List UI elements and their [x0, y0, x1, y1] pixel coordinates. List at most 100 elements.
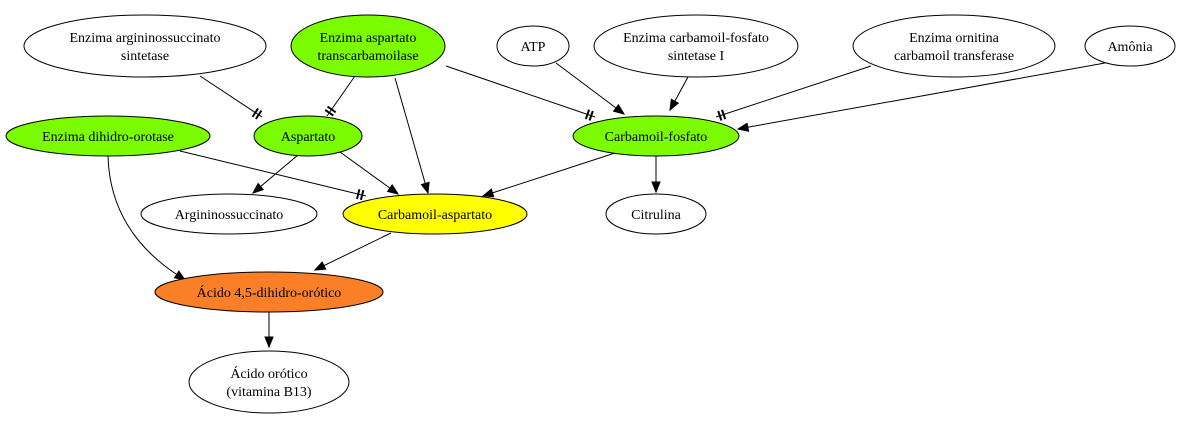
edge-line: [107, 155, 177, 275]
edge-aspartato-to-carbamoil_aspartato: [339, 151, 400, 195]
tee-bar-icon: [359, 189, 365, 201]
arrowhead-icon: [264, 336, 274, 349]
edge-line: [747, 62, 1106, 128]
tee-bar-icon: [717, 110, 723, 121]
node-label: Enzima dihidro-orotase: [42, 130, 174, 145]
node-enz-dihidro: Enzima dihidro-orotase: [5, 115, 211, 157]
edge-carbamoil_fosfato-to-citrulina: [651, 156, 661, 194]
edge-line: [339, 151, 391, 189]
node-enz-carb-sint: Enzima carbamoil-fosfato sintetase I: [593, 14, 799, 78]
node-ellipse: [188, 350, 350, 414]
node-ellipse: [140, 193, 318, 235]
arrowhead-icon: [420, 181, 430, 195]
edge-line: [394, 77, 426, 184]
node-enz-argsucc: Enzima argininossuccinato sintetase: [23, 14, 267, 78]
tee-bar-icon: [255, 110, 263, 120]
node-ellipse: [154, 271, 384, 313]
edge-enz_carb_sint-to-carbamoil_fosfato: [669, 76, 689, 112]
node-label: Ácido 4,5-dihidro-orótico: [197, 284, 342, 301]
edge-enz_dihidro-to-acido_dihidro: [107, 155, 187, 281]
tee-bar-icon: [326, 105, 337, 114]
edge-enz_asp_trans-to-aspartato: [324, 75, 356, 117]
node-aspartato: Aspartato: [253, 115, 363, 157]
edge-line: [445, 65, 596, 118]
arrowhead-icon: [386, 184, 400, 195]
edge-line: [492, 152, 616, 194]
node-label: ATP: [521, 40, 546, 55]
edge-enz_argsucc-to-aspartato: [199, 75, 263, 120]
node-ellipse: [605, 193, 707, 235]
node-label: carbamoil transferase: [894, 49, 1014, 64]
arrowhead-icon: [669, 98, 680, 112]
node-label: Argininossuccinato: [175, 208, 284, 223]
arrowhead-icon: [481, 188, 495, 198]
edge-line: [179, 150, 367, 197]
node-carbamoil-aspartato: Carbamoil-aspartato: [342, 193, 528, 235]
arrowhead-icon: [736, 122, 750, 132]
tee-bar-icon: [588, 110, 594, 121]
node-ellipse: [496, 25, 570, 67]
arrowhead-icon: [612, 103, 626, 115]
node-acido-orotico: Ácido orótico (vitamina B13): [188, 350, 350, 414]
node-enz-asp-trans: Enzima aspartato transcarbamoilase: [290, 14, 446, 78]
node-ellipse: [342, 193, 528, 235]
node-ellipse: [290, 14, 446, 78]
node-label: Enzima carbamoil-fosfato: [623, 31, 769, 46]
node-label: Amônia: [1107, 40, 1153, 55]
node-label: Ácido orótico: [230, 365, 307, 382]
arrowhead-icon: [173, 270, 187, 281]
node-enz-orn: Enzima ornitina carbamoil transferase: [852, 14, 1056, 78]
node-acido-dihidro: Ácido 4,5-dihidro-orótico: [154, 271, 384, 313]
arrowhead-icon: [313, 261, 327, 271]
node-label: Carbamoil-aspartato: [378, 208, 492, 223]
tee-bar-icon: [584, 109, 591, 120]
node-carbamoil-fosfato: Carbamoil-fosfato: [572, 115, 740, 157]
node-label: Aspartato: [281, 130, 335, 145]
node-label: (vitamina B13): [226, 385, 311, 400]
edge-enz_asp_trans-to-carbamoil_fosfato: [445, 65, 596, 121]
node-label: sintetase I: [668, 49, 725, 64]
arrowhead-icon: [651, 181, 661, 194]
edge-line: [555, 62, 617, 109]
node-argininossuccinato: Argininossuccinato: [140, 193, 318, 235]
node-label: Citrulina: [631, 208, 682, 223]
node-ellipse: [852, 14, 1056, 78]
node-ellipse: [253, 115, 363, 157]
node-ellipse: [5, 115, 211, 157]
arrowhead-icon: [251, 182, 265, 194]
edge-carbamoil_fosfato-to-carbamoil_aspartato: [481, 152, 616, 198]
edge-enz_asp_trans-to-carbamoil_aspartato: [394, 77, 430, 195]
edges-layer: [107, 62, 1106, 349]
tee-bar-icon: [721, 109, 727, 120]
edge-carbamoil_aspartato-to-acido_dihidro: [313, 232, 392, 271]
edge-amonia-to-carbamoil_fosfato: [736, 62, 1106, 132]
node-label: Enzima argininossuccinato: [70, 31, 221, 46]
edge-enz_dihidro-to-carbamoil_aspartato: [179, 150, 367, 201]
tee-bar-icon: [356, 189, 361, 200]
node-amonia: Amônia: [1084, 25, 1176, 67]
node-label: transcarbamoilase: [317, 49, 418, 64]
node-citrulina: Citrulina: [605, 193, 707, 235]
node-label: Enzima ornitina: [909, 31, 1000, 46]
edge-line: [323, 232, 392, 267]
edge-acido_dihidro-to-acido_orotico: [264, 312, 274, 349]
tee-bar-icon: [251, 107, 259, 118]
edge-atp-to-carbamoil_fosfato: [555, 62, 626, 115]
node-ellipse: [572, 115, 740, 157]
node-ellipse: [1084, 25, 1176, 67]
edge-line: [260, 154, 299, 187]
node-label: Enzima aspartato: [320, 31, 417, 46]
edge-line: [199, 75, 263, 118]
edge-enz_orn-to-carbamoil_fosfato: [715, 65, 872, 121]
nodes-layer: Enzima argininossuccinatosintetaseEnzima…: [5, 14, 1176, 414]
edge-line: [715, 65, 872, 118]
edge-line: [674, 76, 689, 102]
node-ellipse: [593, 14, 799, 78]
edge-aspartato-to-argininossuccinato: [251, 154, 299, 194]
node-label: sintetase: [121, 49, 169, 64]
tee-bar-icon: [324, 109, 334, 117]
node-ellipse: [23, 14, 267, 78]
node-label: Carbamoil-fosfato: [605, 130, 708, 145]
node-atp: ATP: [496, 25, 570, 67]
